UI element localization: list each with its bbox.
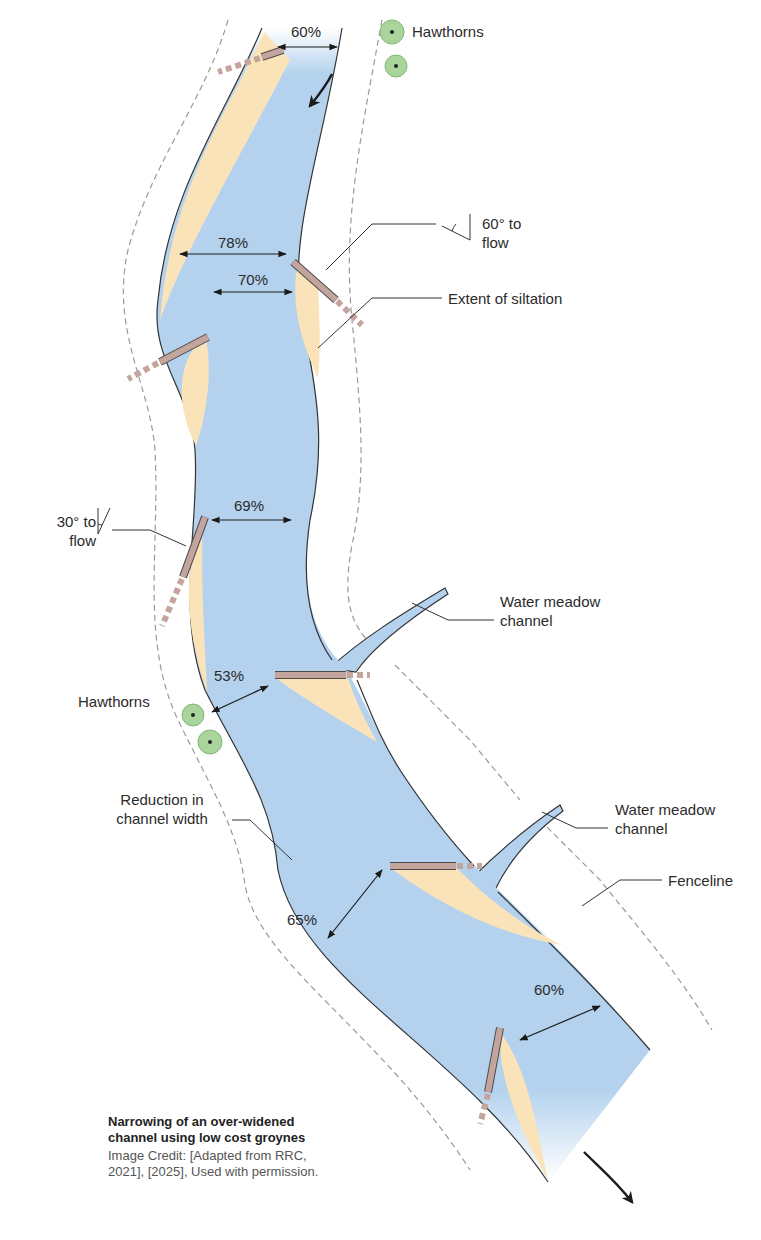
leader-line [232, 820, 292, 860]
groyne [347, 672, 370, 678]
hawthorn [182, 704, 204, 726]
hawthorn [191, 713, 195, 717]
groyne [183, 517, 205, 577]
flow-arrow [584, 1152, 632, 1202]
siltation [182, 338, 209, 446]
callout-label: Reduction in channel width [96, 790, 228, 828]
image-credit: Image Credit: [Adapted from RRC, 2021], … [108, 1148, 328, 1180]
width-dimension [214, 291, 292, 292]
groyne [162, 579, 182, 626]
groyne [262, 50, 283, 57]
hawthorn [394, 64, 398, 68]
hawthorn [191, 30, 398, 744]
groyne [128, 58, 488, 1124]
siltation [276, 678, 377, 742]
width-dimension [212, 686, 268, 712]
groyne [480, 1094, 488, 1124]
hawthorn [198, 730, 222, 754]
hawthorn [385, 55, 407, 77]
river-bank [498, 892, 650, 1050]
groyne [488, 1028, 500, 1092]
leader-line [582, 880, 662, 906]
groyne [262, 50, 283, 57]
leader-line [112, 530, 186, 546]
groyne [457, 863, 482, 869]
leader-line [326, 224, 436, 270]
angle-label: 60° to flow [482, 214, 536, 252]
groyne [218, 58, 260, 72]
fenceline [348, 20, 382, 648]
groyne [293, 262, 336, 300]
siltation [392, 869, 562, 945]
hawthorn [182, 20, 407, 754]
angle-symbol [470, 214, 471, 240]
angle-symbol [98, 508, 99, 534]
angle-symbol [98, 508, 110, 534]
width-dimension [278, 46, 337, 47]
hawthorn [390, 30, 394, 34]
leader-line [318, 298, 442, 348]
leader-line [542, 812, 608, 828]
siltation [160, 32, 290, 320]
tree-label: Hawthorns [412, 22, 484, 41]
width-value: 65% [287, 910, 317, 929]
groyne [160, 337, 208, 362]
groyne [337, 301, 362, 325]
width-dimension [328, 870, 382, 938]
groyne [160, 50, 500, 1092]
groyne [160, 337, 208, 362]
width-value: 60% [534, 980, 564, 999]
river-bank [157, 28, 650, 1182]
width-dimension [180, 253, 286, 254]
width-dimension [520, 1006, 600, 1040]
groyne [293, 262, 336, 300]
river-bank [157, 28, 548, 1182]
width-value: 78% [218, 233, 248, 252]
width-dimension [180, 47, 600, 1040]
caption: Narrowing of an over-widened channel usi… [108, 1114, 328, 1146]
callout-label: Water meadow channel [615, 800, 733, 838]
callout-label: Fenceline [668, 871, 733, 890]
groyne [183, 517, 205, 577]
tree-label: Hawthorns [78, 692, 150, 711]
angle-symbol [442, 226, 470, 240]
callout-label: Water meadow channel [500, 592, 618, 630]
angle-symbol [98, 524, 102, 525]
groyne [275, 672, 346, 678]
width-value: 69% [234, 496, 264, 515]
groyne [128, 50, 500, 1124]
hawthorn [208, 740, 212, 744]
angle-symbol [452, 224, 456, 231]
water-meadow-channel [330, 588, 448, 672]
flow-arrow [310, 74, 332, 106]
groyne [390, 863, 456, 869]
groyne [275, 671, 346, 679]
leader-line [412, 603, 494, 620]
river-channel [157, 28, 650, 1182]
groyne [160, 50, 500, 1092]
fenceline [395, 665, 520, 800]
groyne [488, 1028, 500, 1092]
groyne [390, 862, 456, 870]
groyne [128, 363, 158, 379]
width-value: 70% [238, 270, 268, 289]
width-value: 60% [291, 22, 321, 41]
flow-arrow [310, 74, 632, 1202]
callout-label: Extent of siltation [448, 289, 562, 308]
hawthorn [380, 20, 404, 44]
river-bank [357, 680, 474, 866]
siltation [500, 1032, 548, 1180]
width-dimension [212, 519, 291, 520]
width-value: 53% [214, 666, 244, 685]
angle-label: 30° to flow [38, 512, 96, 550]
angle-symbol [98, 214, 470, 534]
